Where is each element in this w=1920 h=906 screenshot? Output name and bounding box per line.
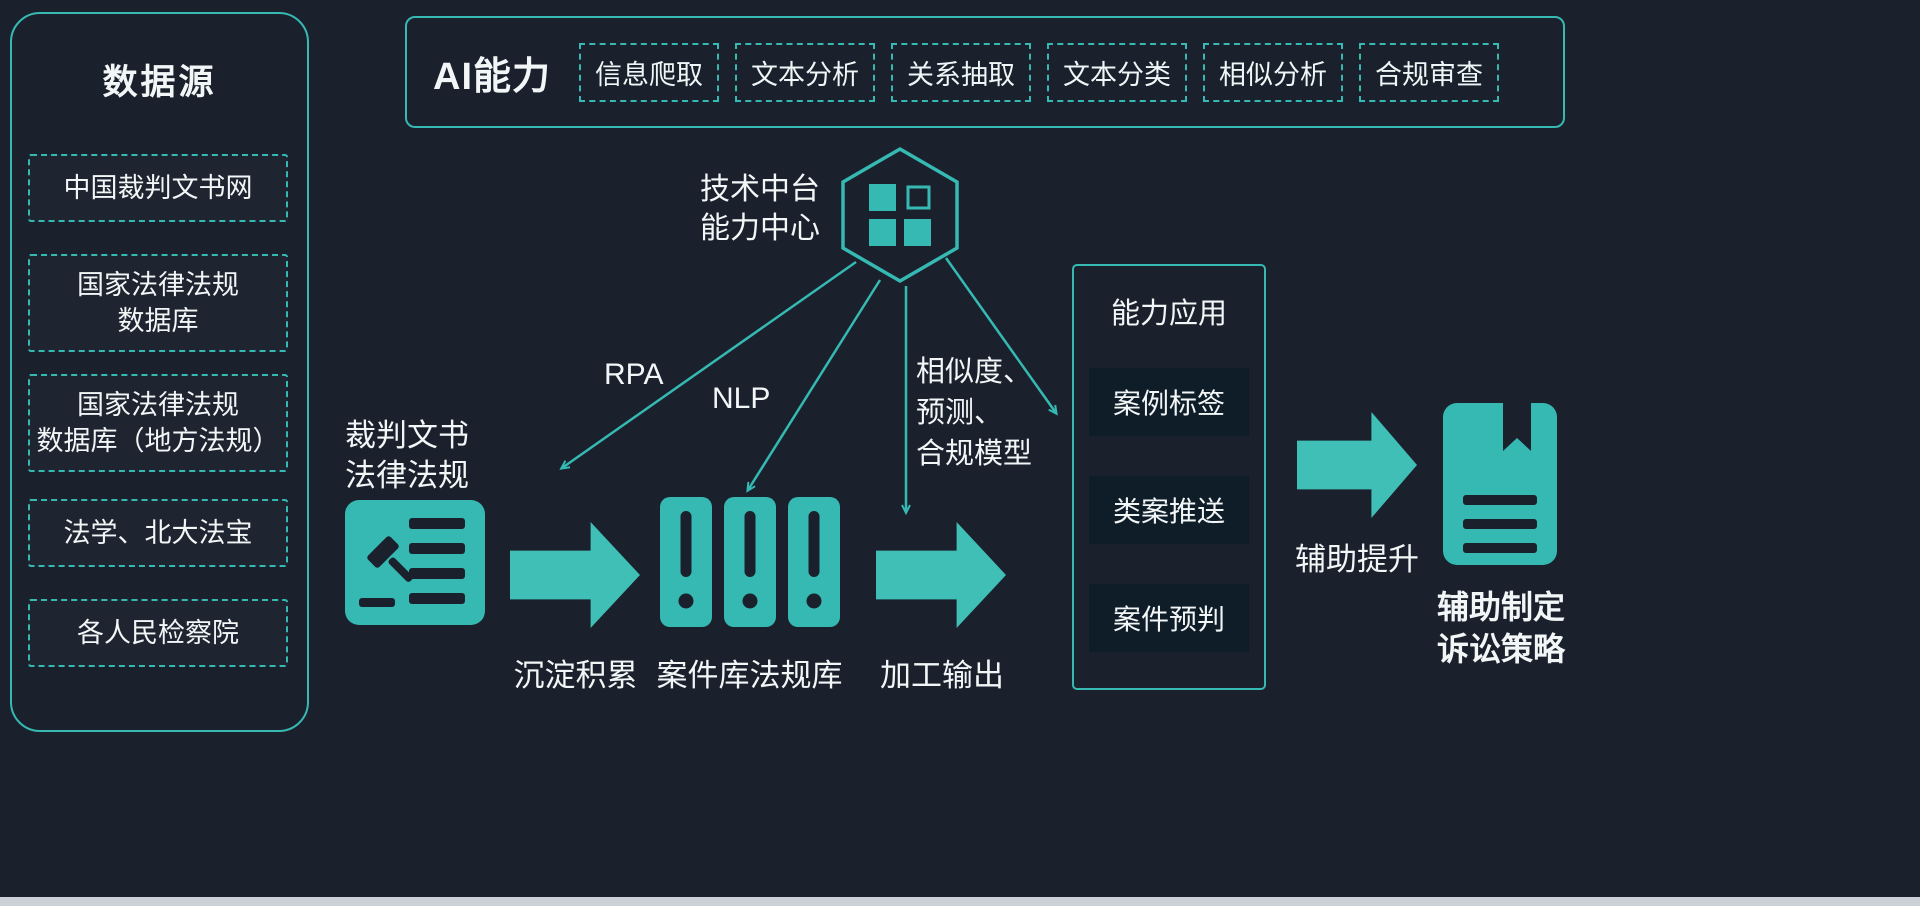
ai-capability-chip: 文本分类 [1047, 42, 1188, 102]
data-source-title: 数据源 [102, 63, 217, 102]
data-source-item: 各人民检察院 [28, 599, 288, 667]
rpa-label: RPA [604, 358, 664, 391]
ai-capabilities-title: AI能力 [433, 55, 552, 98]
ai-capabilities-bar: AI能力 信息爬取 文本分析 关系抽取 文本分类 相似分析 合规审查 [405, 16, 1565, 128]
gavel-document-icon [345, 500, 485, 625]
flow-arrow [876, 522, 1006, 628]
capability-app-item: 类案推送 [1089, 476, 1249, 544]
step-label-library: 案件库法规库 [656, 658, 843, 693]
capability-app-item: 案例标签 [1089, 368, 1249, 436]
case-library-icons [660, 497, 840, 627]
step-label-assist: 辅助提升 [1295, 542, 1419, 577]
hexagon-grid-icon [841, 146, 959, 284]
data-source-item: 国家法律法规 数据库 [28, 254, 288, 352]
capability-application-title: 能力应用 [1110, 298, 1227, 330]
step-label-process-output: 加工输出 [880, 658, 1004, 693]
ai-capability-chip: 相似分析 [1203, 42, 1344, 102]
data-source-panel: 数据源 中国裁判文书网 国家法律法规 数据库 国家法律法规 数据库（地方法规） … [10, 12, 309, 732]
ai-capability-chip: 合规审查 [1359, 42, 1500, 102]
bookmark-document-icon [1443, 403, 1557, 565]
flow-arrow [510, 522, 640, 628]
data-source-item: 法学、北大法宝 [28, 499, 288, 567]
case-file-icon [788, 497, 840, 627]
case-file-icon [660, 497, 712, 627]
ai-capability-chip: 文本分析 [735, 42, 876, 102]
output-strategy-label: 辅助制定 诉讼策略 [1436, 589, 1565, 667]
ai-capability-chip: 关系抽取 [891, 42, 1032, 102]
hub-label: 技术中台 能力中心 [700, 173, 820, 245]
nlp-label: NLP [712, 382, 771, 415]
capability-application-panel: 能力应用 案例标签 类案推送 案件预判 [1072, 264, 1266, 690]
capability-app-item: 案件预判 [1089, 584, 1249, 652]
models-label: 相似度、 预测、 合规模型 [916, 356, 1033, 470]
data-source-item: 中国裁判文书网 [28, 154, 288, 222]
flow-arrow [1297, 412, 1417, 518]
source-documents-label: 裁判文书 法律法规 [345, 418, 469, 493]
case-file-icon [724, 497, 776, 627]
ai-capability-chip: 信息爬取 [579, 42, 720, 102]
step-label-accumulate: 沉淀积累 [513, 658, 638, 693]
data-source-item: 国家法律法规 数据库（地方法规） [28, 374, 288, 472]
bottom-edge-strip [0, 897, 1920, 906]
